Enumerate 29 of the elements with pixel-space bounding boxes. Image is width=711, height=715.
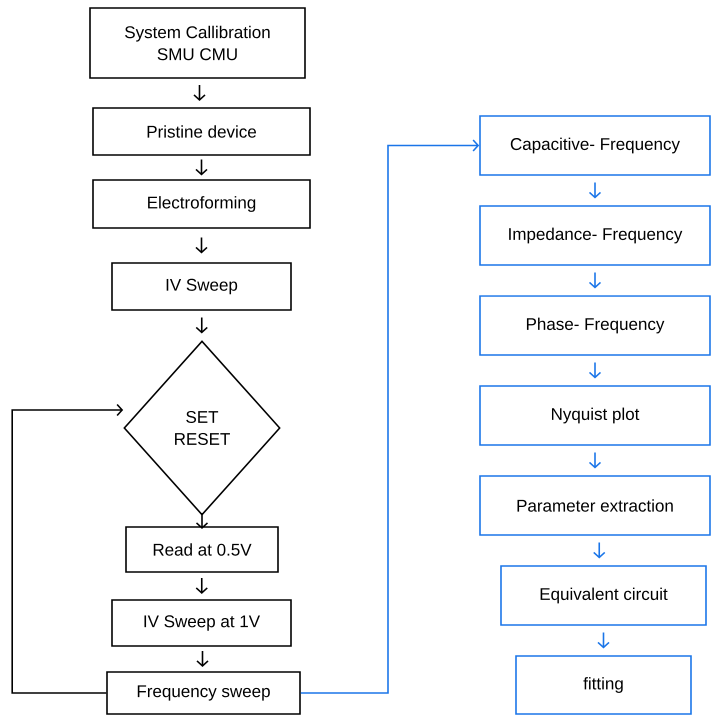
process-box: Equivalent circuit (500, 565, 707, 626)
arrow (195, 160, 208, 176)
process-box: Read at 0.5V (125, 526, 279, 573)
process-box: IV Sweep (111, 262, 292, 311)
process-box: System Callibration SMU CMU (89, 7, 306, 79)
process-box: Pristine device (92, 107, 311, 156)
arrow (196, 651, 209, 667)
process-box: Impedance- Frequency (479, 205, 711, 266)
arrow (196, 318, 208, 334)
arrow (588, 452, 602, 468)
arrow (593, 542, 606, 558)
arrow (588, 272, 602, 288)
arrow (196, 578, 208, 594)
process-box: Parameter extraction (479, 475, 711, 536)
process-box: Phase- Frequency (479, 295, 711, 356)
arrow (588, 362, 602, 378)
arrow (11, 404, 124, 694)
arrow (597, 632, 610, 648)
process-box: Electroforming (92, 179, 311, 229)
arrow (195, 238, 208, 254)
process-box: Frequency sweep (106, 671, 301, 715)
process-box: IV Sweep at 1V (111, 599, 292, 647)
process-box: fitting (515, 655, 692, 715)
process-box: Nyquist plot (479, 385, 711, 446)
arrow (193, 85, 206, 101)
arrow (196, 513, 208, 529)
arrow (300, 139, 480, 694)
arrow (588, 182, 602, 198)
process-box: Capacitive- Frequency (479, 115, 711, 176)
